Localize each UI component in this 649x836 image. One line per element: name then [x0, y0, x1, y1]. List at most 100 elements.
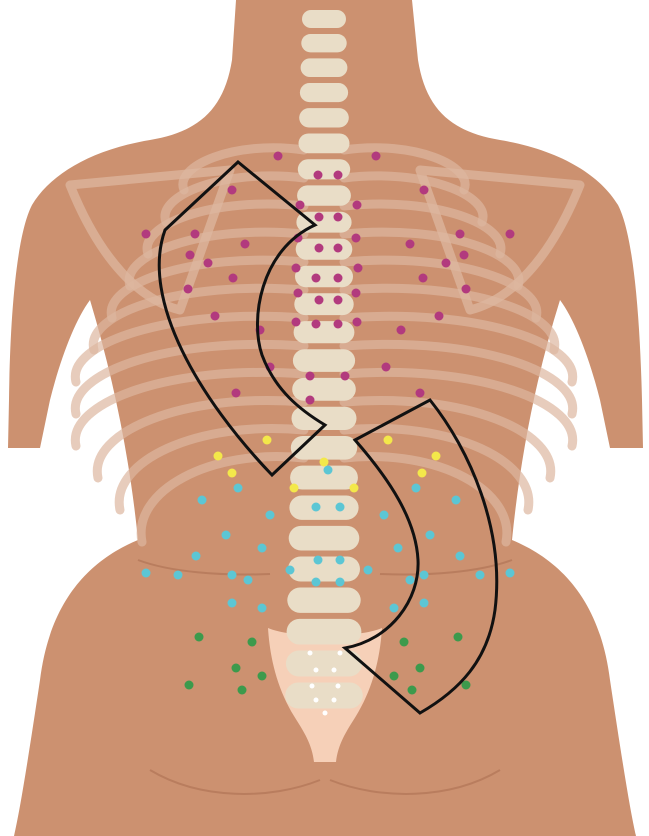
magenta-pain-dot: [462, 285, 471, 294]
cyan-pain-dot: [324, 466, 333, 475]
white-pain-dot: [336, 684, 341, 689]
magenta-pain-dot: [416, 389, 425, 398]
cyan-pain-dot: [198, 496, 207, 505]
cyan-pain-dot: [234, 484, 243, 493]
cyan-pain-dot: [266, 511, 275, 520]
magenta-pain-dot: [435, 312, 444, 321]
vertebra: [296, 239, 353, 260]
vertebra: [295, 266, 353, 288]
cyan-pain-dot: [286, 566, 295, 575]
cyan-pain-dot: [312, 578, 321, 587]
cyan-pain-dot: [258, 544, 267, 553]
white-pain-dot: [310, 684, 315, 689]
yellow-pain-dot: [263, 436, 272, 445]
magenta-pain-dot: [420, 186, 429, 195]
yellow-pain-dot: [432, 452, 441, 461]
cyan-pain-dot: [364, 566, 373, 575]
green-pain-dot: [238, 686, 247, 695]
white-pain-dot: [338, 651, 343, 656]
cyan-pain-dot: [336, 556, 345, 565]
magenta-pain-dot: [372, 152, 381, 161]
vertebra: [285, 683, 363, 709]
cyan-pain-dot: [192, 552, 201, 561]
magenta-pain-dot: [314, 171, 323, 180]
green-pain-dot: [232, 664, 241, 673]
green-pain-dot: [258, 672, 267, 681]
vertebra: [299, 134, 350, 154]
magenta-pain-dot: [442, 259, 451, 268]
vertebra: [287, 619, 362, 645]
magenta-pain-dot: [334, 320, 343, 329]
magenta-pain-dot: [241, 240, 250, 249]
cyan-pain-dot: [228, 571, 237, 580]
magenta-pain-dot: [334, 296, 343, 305]
vertebra: [289, 496, 358, 520]
cyan-pain-dot: [452, 496, 461, 505]
yellow-pain-dot: [384, 436, 393, 445]
cyan-pain-dot: [476, 571, 485, 580]
cyan-pain-dot: [412, 484, 421, 493]
white-pain-dot: [332, 668, 337, 673]
vertebra: [292, 378, 356, 401]
magenta-pain-dot: [460, 251, 469, 260]
cyan-pain-dot: [390, 604, 399, 613]
cyan-pain-dot: [244, 576, 253, 585]
magenta-pain-dot: [334, 274, 343, 283]
green-pain-dot: [416, 664, 425, 673]
cyan-pain-dot: [456, 552, 465, 561]
white-pain-dot: [308, 651, 313, 656]
magenta-pain-dot: [184, 285, 193, 294]
white-pain-dot: [314, 698, 319, 703]
magenta-pain-dot: [506, 230, 515, 239]
magenta-pain-dot: [406, 240, 415, 249]
vertebra: [297, 185, 351, 205]
yellow-pain-dot: [290, 484, 299, 493]
magenta-pain-dot: [312, 320, 321, 329]
cyan-pain-dot: [142, 569, 151, 578]
magenta-pain-dot: [352, 289, 361, 298]
vertebra: [293, 349, 355, 372]
magenta-pain-dot: [353, 201, 362, 210]
magenta-pain-dot: [315, 213, 324, 222]
magenta-pain-dot: [352, 234, 361, 243]
yellow-pain-dot: [418, 469, 427, 478]
cyan-pain-dot: [314, 556, 323, 565]
magenta-pain-dot: [211, 312, 220, 321]
white-pain-dot: [332, 698, 337, 703]
cyan-pain-dot: [380, 511, 389, 520]
magenta-pain-dot: [306, 396, 315, 405]
vertebra: [287, 588, 360, 613]
cyan-pain-dot: [336, 578, 345, 587]
magenta-pain-dot: [341, 372, 350, 381]
magenta-pain-dot: [186, 251, 195, 260]
magenta-pain-dot: [334, 171, 343, 180]
magenta-pain-dot: [296, 201, 305, 210]
green-pain-dot: [248, 638, 257, 647]
vertebra: [289, 526, 360, 551]
vertebra: [288, 557, 360, 582]
magenta-pain-dot: [228, 186, 237, 195]
magenta-pain-dot: [419, 274, 428, 283]
magenta-pain-dot: [456, 230, 465, 239]
cyan-pain-dot: [228, 599, 237, 608]
magenta-pain-dot: [312, 274, 321, 283]
magenta-pain-dot: [294, 289, 303, 298]
cyan-pain-dot: [222, 531, 231, 540]
cyan-pain-dot: [506, 569, 515, 578]
vertebra: [294, 293, 353, 315]
green-pain-dot: [185, 681, 194, 690]
magenta-pain-dot: [334, 213, 343, 222]
yellow-pain-dot: [214, 452, 223, 461]
green-pain-dot: [195, 633, 204, 642]
yellow-pain-dot: [228, 469, 237, 478]
magenta-pain-dot: [292, 318, 301, 327]
cyan-pain-dot: [394, 544, 403, 553]
magenta-pain-dot: [353, 318, 362, 327]
white-pain-dot: [314, 668, 319, 673]
cyan-pain-dot: [420, 599, 429, 608]
cyan-pain-dot: [174, 571, 183, 580]
vertebra: [302, 10, 346, 28]
magenta-pain-dot: [191, 230, 200, 239]
yellow-pain-dot: [350, 484, 359, 493]
